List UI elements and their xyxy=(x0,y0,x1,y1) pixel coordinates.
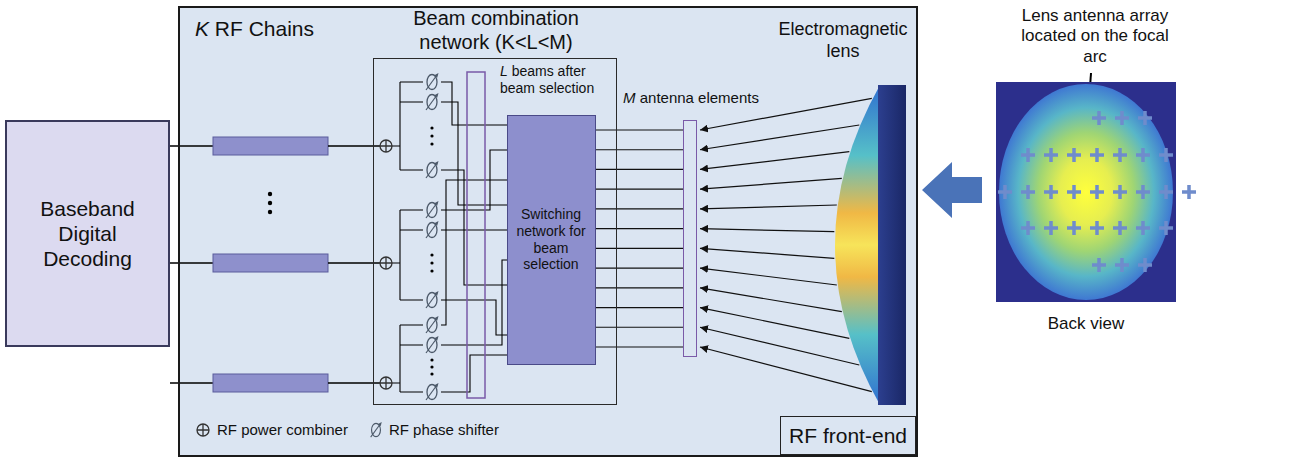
box-label: Baseband Digital Decoding xyxy=(22,196,154,272)
lens-art xyxy=(815,85,910,405)
connector-line xyxy=(700,205,837,209)
beam-strip xyxy=(467,72,485,398)
connector-line xyxy=(596,346,684,347)
connector-line xyxy=(596,228,684,229)
connector-line xyxy=(596,287,684,288)
legend-item: RF phase shifter xyxy=(368,421,499,439)
text-label: Lens antenna array located on the focal … xyxy=(1018,6,1172,67)
image-caption: Back view xyxy=(996,314,1176,334)
block-arrow xyxy=(922,162,982,218)
connector-line xyxy=(596,189,684,190)
connector-line xyxy=(700,347,872,392)
lens-shape: Electromagnetic lens xyxy=(815,85,910,405)
network-box: Beam combination network (K<L<M)Switchin… xyxy=(373,58,617,405)
connector-line xyxy=(700,308,849,339)
label-wrap: L beams after beam selection xyxy=(500,63,608,97)
back-view-image: Back view xyxy=(996,82,1176,302)
legend-symbol xyxy=(196,421,212,439)
label-wrap: K RF Chains xyxy=(195,16,335,41)
connector-line xyxy=(700,178,842,189)
connector-line xyxy=(700,248,834,258)
connector-line xyxy=(596,169,684,170)
heading-wrap: Electromagnetic lens xyxy=(768,19,918,62)
connector-line xyxy=(700,125,859,150)
combiner-wiring xyxy=(392,82,507,392)
process-box: Baseband Digital Decoding xyxy=(5,120,170,347)
connector-line xyxy=(700,152,849,170)
node-heading: Beam combination network (K<L<M) xyxy=(386,6,606,54)
label-wrap: Lens antenna array located on the focal … xyxy=(1018,6,1172,67)
legend: RF power combiner RF phase shifter xyxy=(196,421,499,439)
rf-chains xyxy=(170,137,380,392)
connector-line xyxy=(596,149,684,150)
heading-wrap: M antenna elements xyxy=(606,89,776,107)
panel-ground xyxy=(178,6,918,457)
text-label: K RF Chains xyxy=(195,16,335,41)
caption-wrap: Back view xyxy=(996,314,1176,334)
phase-shifters xyxy=(426,73,439,400)
legend-text: RF power combiner xyxy=(217,421,348,439)
switch-box: Switching network for beam selection xyxy=(507,115,596,365)
connector-line xyxy=(596,248,684,249)
legend-item: RF power combiner xyxy=(196,421,348,439)
connector-line xyxy=(700,327,859,365)
power-combiners xyxy=(380,140,392,389)
panel-label: RF front-end xyxy=(789,423,907,448)
connector-line xyxy=(596,208,684,209)
connector-line xyxy=(700,229,834,232)
connector xyxy=(596,130,684,347)
connector-line xyxy=(700,288,842,312)
node-heading: Electromagnetic lens xyxy=(768,19,918,62)
connector xyxy=(922,162,982,218)
heading-wrap: Beam combination network (K<L<M) xyxy=(386,6,606,54)
panel-tag: RF front-end xyxy=(780,416,916,455)
connector-line xyxy=(700,268,837,285)
legend-text: RF phase shifter xyxy=(389,421,499,439)
box-label: Switching network for beam selection xyxy=(512,206,591,273)
connector-line xyxy=(596,129,684,130)
antenna-strip: M antenna elements xyxy=(683,120,697,357)
connector-line xyxy=(596,267,684,268)
back-view-art xyxy=(996,82,1176,302)
connector-line xyxy=(596,327,684,328)
node-heading: M antenna elements xyxy=(606,89,776,107)
connector-line xyxy=(596,307,684,308)
text-label: L beams after beam selection xyxy=(500,63,608,97)
legend-symbol xyxy=(368,421,384,439)
